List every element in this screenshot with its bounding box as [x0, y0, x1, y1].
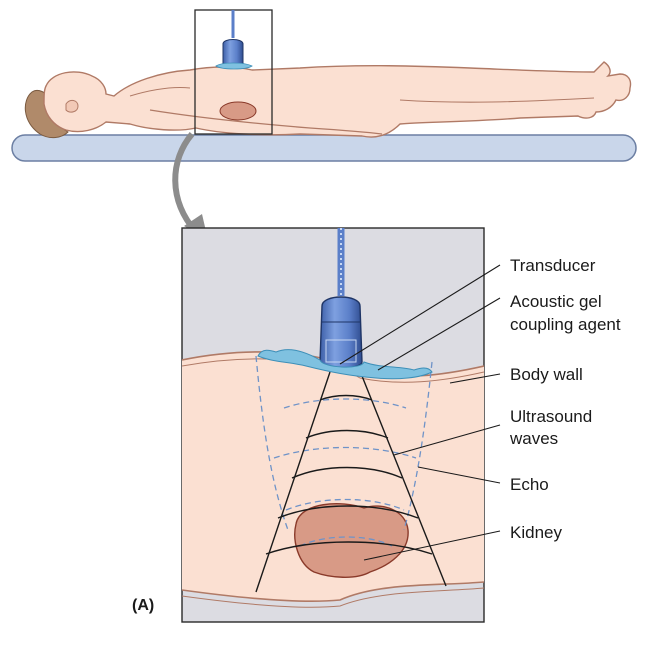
- patient-body: [44, 62, 631, 137]
- label-body-wall: Body wall: [510, 365, 583, 384]
- label-kidney: Kidney: [510, 523, 562, 542]
- label-echo: Echo: [510, 475, 549, 494]
- magnified-panel: [182, 228, 484, 622]
- label-ultrasound-1: Ultrasound: [510, 407, 592, 426]
- panel-letter: (A): [132, 597, 154, 614]
- ear: [66, 100, 78, 112]
- gel-small: [216, 63, 252, 69]
- kidney-small: [220, 102, 256, 120]
- patient-scene: [12, 10, 636, 161]
- label-gel-1: Acoustic gel: [510, 292, 602, 311]
- label-transducer: Transducer: [510, 256, 596, 275]
- label-ultrasound-2: waves: [509, 429, 558, 448]
- exam-table: [12, 135, 636, 161]
- label-gel-2: coupling agent: [510, 315, 621, 334]
